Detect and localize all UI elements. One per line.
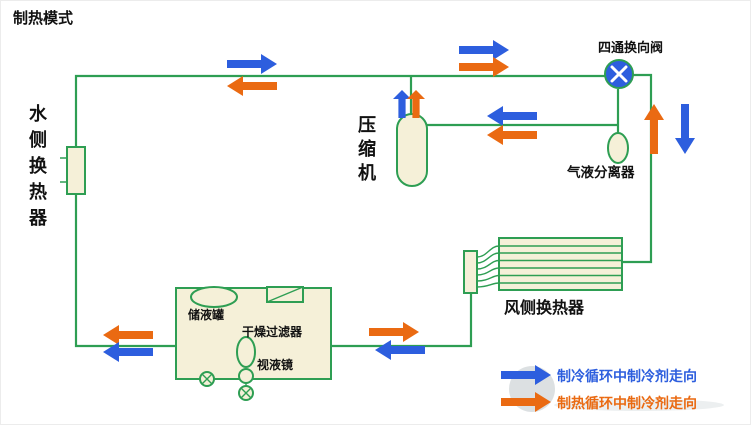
cooling-arrow-suction (487, 106, 537, 126)
compressor-label: 压缩机 (358, 115, 376, 183)
heating-arrow-right-riser (644, 104, 664, 154)
sight-glass-label: 视液镜 (257, 358, 294, 372)
filter-symbol-diagonal (266, 286, 304, 303)
watermark-band (554, 399, 724, 411)
filter-drier-label: 干燥过滤器 (242, 325, 303, 339)
receiver-tank (190, 286, 238, 308)
separator-body (607, 132, 629, 164)
four-way-valve-label: 四通换向阀 (598, 40, 664, 55)
water-hx-body (66, 146, 86, 195)
cooling-arrow-right-riser (675, 104, 695, 154)
page-title: 制热模式 (13, 10, 74, 27)
air-hx-coils (499, 245, 622, 284)
cooling-arrow-top-right (459, 40, 509, 60)
pipe-main-loop (74, 74, 605, 348)
legend-cooling-label: 制冷循环中制冷剂走向 (557, 368, 697, 384)
legend-heating-label: 制热循环中制冷剂走向 (557, 395, 697, 411)
filter-drier-body (236, 336, 256, 368)
pipe-bottom-right (331, 293, 473, 348)
water-hx-label: 水侧换热器 (29, 104, 47, 228)
heating-arrow-top-left (227, 76, 277, 96)
service-valve-2-cross (240, 387, 252, 399)
heating-arrow-bottom-left (103, 325, 153, 345)
cooling-arrow-top-left (227, 54, 277, 74)
pipe-right-riser (622, 73, 653, 264)
heating-arrow-bottom-mid (369, 322, 419, 342)
heating-arrow-top-right (459, 57, 509, 77)
air-hx-connectors (476, 245, 500, 288)
separator-label: 气液分离器 (567, 165, 635, 180)
four-way-valve-cross (610, 65, 628, 83)
receiver-label: 储液罐 (188, 308, 225, 322)
sight-glass-body (238, 368, 254, 384)
compressor-body (396, 113, 428, 187)
air-hx-header (463, 250, 478, 294)
heating-arrow-suction (487, 125, 537, 145)
cooling-arrow-bottom-mid (375, 340, 425, 360)
air-hx-label: 风侧换热器 (504, 300, 585, 317)
water-hx-ticks (60, 157, 67, 183)
service-valve-1-cross (201, 373, 213, 385)
